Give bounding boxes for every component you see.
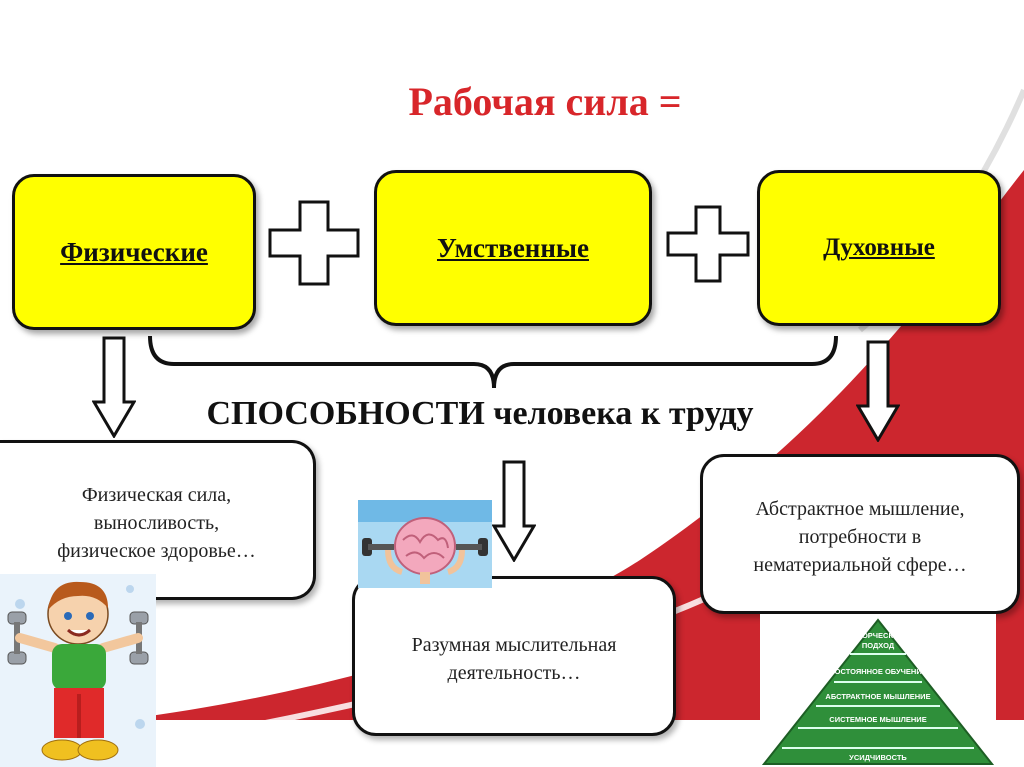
detail-physical-line-3: физическое здоровье… (57, 540, 256, 562)
box-mental: Умственные (374, 170, 652, 326)
pyramid-level-label: УСИДЧИВОСТЬ (849, 753, 907, 762)
abilities-heading: СПОСОБНОСТИ человека к труду (206, 395, 754, 432)
arrow-down-icon-center (492, 460, 536, 562)
detail-spiritual: Абстрактное мышление, потребности в нема… (700, 454, 1020, 614)
box-physical: Физические (12, 174, 256, 330)
box-physical-label: Физические (60, 236, 208, 267)
detail-physical-line-2: выносливость, (93, 512, 220, 534)
pyramid-level-label: ПОСТОЯННОЕ ОБУЧЕНИЕ (829, 667, 927, 676)
detail-physical: Физическая сила, выносливость, физическо… (0, 440, 316, 600)
detail-mental-line-2: деятельность… (447, 662, 581, 684)
pyramid-level-label: ТВОРЧЕСКИЙ (852, 631, 904, 640)
brain-with-dumbbells-image (358, 500, 492, 588)
plus-icon-left (268, 200, 360, 286)
plus-icon-right (666, 205, 750, 283)
detail-mental-line-1: Разумная мыслительная (411, 634, 617, 656)
box-spiritual-label: Духовные (823, 234, 935, 261)
detail-mental: Разумная мыслительная деятельность… (352, 576, 676, 736)
boy-with-dumbbells-image (0, 574, 156, 767)
box-spiritual: Духовные (757, 170, 1001, 326)
pyramid-level-label: ПОДХОД (862, 641, 895, 650)
detail-spiritual-line-3: нематериальной сфере… (753, 554, 967, 576)
pyramid-level-label: АБСТРАКТНОЕ МЫШЛЕНИЕ (825, 692, 930, 701)
detail-spiritual-line-1: Абстрактное мышление, (755, 498, 965, 520)
detail-spiritual-line-2: потребности в (798, 526, 922, 548)
arrow-down-icon-left (92, 336, 136, 438)
arrow-down-icon-right (856, 340, 900, 442)
pyramid-level-label: СИСТЕМНОЕ МЫШЛЕНИЕ (829, 715, 926, 724)
box-mental-label: Умственные (437, 232, 589, 263)
detail-physical-line-1: Физическая сила, (81, 484, 232, 506)
slide-title: Рабочая сила = (408, 79, 682, 124)
